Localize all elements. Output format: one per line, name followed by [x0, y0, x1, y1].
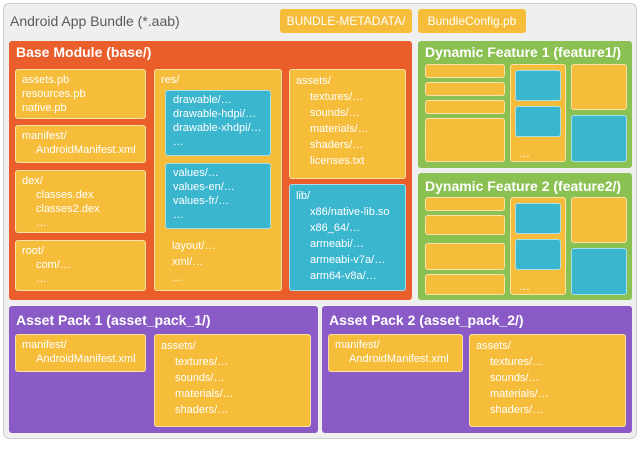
- feature1-file: [425, 64, 505, 78]
- bundle-title: Android App Bundle (*.aab): [10, 13, 180, 29]
- feature1-folder: [425, 118, 505, 162]
- lib-folder: lib/ x86/native-lib.so x86_64/… armeabi/…: [289, 184, 406, 291]
- feature1-lib-folder: [571, 115, 627, 162]
- manifest-file: AndroidManifest.xml: [36, 353, 136, 365]
- feature2-folder: [425, 274, 505, 295]
- dex-folder-label: dex/: [22, 175, 43, 187]
- asset-pack-2-manifest-folder: manifest/ AndroidManifest.xml: [328, 334, 463, 372]
- feature2-file: [425, 215, 505, 235]
- lib-item: armeabi-v7a/…: [310, 254, 386, 266]
- feature2-lib-folder: [571, 248, 627, 295]
- feature2-res-subfolder: [515, 239, 561, 270]
- assets-item: sounds/…: [175, 372, 225, 384]
- asset-pack-2-assets-folder: assets/ textures/… sounds/… materials/… …: [469, 334, 626, 427]
- values-item: values-en/…: [173, 181, 235, 193]
- asset-pack-2-title: Asset Pack 2 (asset_pack_2/): [329, 312, 524, 328]
- feature2-more: …: [519, 281, 530, 293]
- dex-folder: dex/ classes.dex classes2.dex …: [15, 170, 146, 233]
- lib-item: x86_64/…: [310, 222, 361, 234]
- feature1-file: [425, 100, 505, 114]
- lib-item: x86/native-lib.so: [310, 206, 390, 218]
- assets-folder-label: assets/: [296, 75, 331, 87]
- feature1-file: [425, 82, 505, 96]
- res-other-more: …: [172, 272, 183, 284]
- manifest-folder-label: manifest/: [22, 339, 67, 351]
- lib-folder-label: lib/: [296, 190, 311, 202]
- assets-folder-label: assets/: [476, 340, 511, 352]
- assets-item: sounds/…: [490, 372, 540, 384]
- dex-more: …: [36, 217, 47, 229]
- assets-item: licenses.txt: [310, 155, 365, 167]
- feature2-res-subfolder: [515, 203, 561, 234]
- manifest-folder-label: manifest/: [335, 339, 380, 351]
- manifest-file: AndroidManifest.xml: [36, 144, 136, 156]
- bundle-config-file: BundleConfig.pb: [418, 9, 526, 33]
- asset-pack-1-title: Asset Pack 1 (asset_pack_1/): [16, 312, 211, 328]
- feature1-more: …: [519, 148, 530, 160]
- assets-folder: assets/ textures/… sounds/… materials/… …: [289, 69, 406, 179]
- feature2-assets-folder: [571, 197, 627, 243]
- file-native-pb: native.pb: [22, 102, 67, 114]
- feature1-res-subfolder: [515, 106, 561, 137]
- manifest-folder: manifest/ AndroidManifest.xml: [15, 125, 146, 163]
- dex-file: classes.dex: [36, 189, 94, 201]
- root-item: com/…: [36, 259, 71, 271]
- feature2-file: [425, 243, 505, 270]
- drawable-item: drawable/…: [173, 94, 232, 106]
- root-files-box: assets.pb resources.pb native.pb: [15, 69, 146, 119]
- res-other-folders: layout/… xml/… …: [172, 238, 215, 286]
- feature2-file: [425, 197, 505, 211]
- assets-folder-label: assets/: [161, 340, 196, 352]
- values-item: values-fr/…: [173, 195, 230, 207]
- assets-item: textures/…: [175, 356, 229, 368]
- res-other-item: layout/…: [172, 240, 216, 252]
- assets-item: shaders/…: [490, 404, 544, 416]
- values-folders: values/… values-en/… values-fr/… …: [165, 163, 271, 229]
- assets-item: materials/…: [175, 388, 234, 400]
- assets-item: materials/…: [310, 123, 369, 135]
- values-item: values/…: [173, 167, 219, 179]
- assets-item: sounds/…: [310, 107, 360, 119]
- values-more: …: [173, 209, 184, 221]
- assets-item: textures/…: [490, 356, 544, 368]
- bundle-metadata-folder: BUNDLE-METADATA/: [280, 9, 412, 33]
- feature2-title: Dynamic Feature 2 (feature2/): [425, 178, 622, 194]
- feature1-res-subfolder: [515, 70, 561, 101]
- assets-item: textures/…: [310, 91, 364, 103]
- drawable-folders: drawable/… drawable-hdpi/… drawable-xhdp…: [165, 90, 271, 156]
- feature1-assets-folder: [571, 64, 627, 110]
- drawable-more: …: [173, 136, 184, 148]
- root-more: …: [36, 273, 47, 285]
- assets-item: materials/…: [490, 388, 549, 400]
- assets-item: shaders/…: [310, 139, 364, 151]
- res-folder-label: res/: [161, 74, 180, 86]
- asset-pack-1-assets-folder: assets/ textures/… sounds/… materials/… …: [154, 334, 311, 427]
- lib-item: arm64-v8a/…: [310, 270, 377, 282]
- file-assets-pb: assets.pb: [22, 74, 70, 86]
- drawable-item: drawable-xhdpi/…: [173, 122, 262, 134]
- root-folder-label: root/: [22, 245, 45, 257]
- lib-item: armeabi/…: [310, 238, 364, 250]
- root-folder: root/ com/… …: [15, 240, 146, 291]
- asset-pack-1-manifest-folder: manifest/ AndroidManifest.xml: [15, 334, 146, 372]
- manifest-file: AndroidManifest.xml: [349, 353, 449, 365]
- assets-item: shaders/…: [175, 404, 229, 416]
- dex-file: classes2.dex: [36, 203, 100, 215]
- feature1-title: Dynamic Feature 1 (feature1/): [425, 44, 622, 60]
- drawable-item: drawable-hdpi/…: [173, 108, 257, 120]
- manifest-folder-label: manifest/: [22, 130, 67, 142]
- base-module-title: Base Module (base/): [16, 44, 152, 60]
- res-other-item: xml/…: [172, 256, 204, 268]
- file-resources-pb: resources.pb: [22, 88, 86, 100]
